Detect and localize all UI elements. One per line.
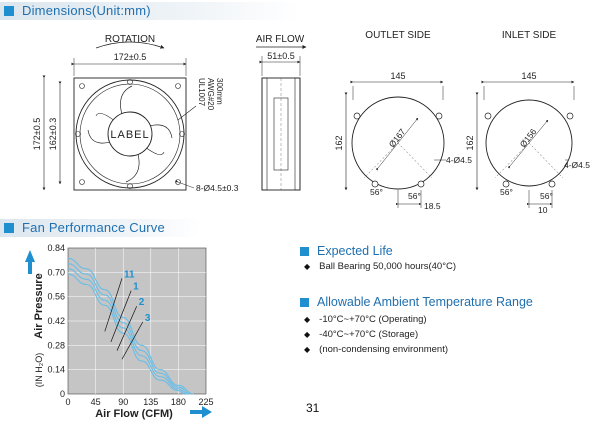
side-depth-dim: 51±0.5: [267, 51, 294, 61]
rotation-arrow: [95, 41, 165, 49]
outlet-holes: 4-Ø4.5: [446, 155, 472, 165]
y-tick-label: 0.28: [47, 340, 65, 350]
performance-curves: [67, 257, 194, 395]
diamond-bullet-icon: ◆: [304, 345, 311, 354]
dimension-drawings: ROTATION 172±0.5 172±0.5 162±0.3 LABEL: [32, 30, 590, 215]
page-number: 31: [306, 401, 320, 415]
curve-label-1: 1: [133, 282, 139, 293]
y-tick-label: 0: [60, 389, 65, 399]
list-item: ◆ (non-condensing environment): [304, 344, 449, 355]
inlet-diameter: Ø156: [518, 126, 539, 149]
dimensions-header: Dimensions(Unit:mm): [0, 2, 600, 20]
y-axis-label: Air Pressure: [33, 273, 45, 338]
front-height-inner: 162±0.3: [48, 118, 58, 150]
y-tick-label: 0.56: [47, 292, 65, 302]
section-marker: [300, 246, 309, 256]
diamond-bullet-icon: ◆: [304, 315, 311, 324]
performance-header: Fan Performance Curve: [0, 219, 600, 237]
x-tick-label: 180: [171, 397, 186, 407]
curve-3: [67, 273, 185, 395]
inlet-bottom-dim: 10: [538, 205, 548, 215]
leader-line: [110, 290, 132, 342]
list-item: ◆ Ball Bearing 50,000 hours(40°C): [304, 261, 457, 272]
inlet-holes: 4-Ø4.5: [564, 160, 590, 170]
x-tick-label: 0: [65, 397, 70, 407]
header-band: [0, 2, 300, 20]
y-axis-arrow-icon: [25, 250, 35, 274]
header-marker: [4, 6, 14, 16]
airflow-label: AIR FLOW: [256, 34, 305, 45]
y-tick-label: 0.70: [47, 267, 65, 277]
x-tick-label: 135: [143, 397, 158, 407]
hole-note: 8-Ø4.5±0.3: [196, 183, 239, 193]
wire-spec-2: AWG#20: [206, 78, 215, 111]
inlet-title: INLET SIDE: [502, 30, 557, 41]
curve-11: [67, 257, 194, 395]
header-marker: [4, 223, 14, 233]
curve-label-11: 11: [124, 269, 135, 280]
curve-label-3: 3: [145, 313, 151, 324]
outlet-bottom-dim: 18.5: [424, 201, 441, 211]
expected-life-block: Expected Life ◆ Ball Bearing 50,000 hour…: [300, 243, 456, 274]
temperature-title: Allowable Ambient Temperature Range: [317, 295, 533, 309]
y-tick-label: 0.14: [47, 365, 65, 375]
front-height-outer: 172±0.5: [32, 118, 42, 150]
curve-label-2: 2: [139, 297, 145, 308]
diamond-bullet-icon: ◆: [304, 262, 311, 271]
curve-2: [67, 268, 188, 395]
leader-line: [121, 321, 144, 360]
leader-line: [104, 278, 123, 332]
front-view: ROTATION 172±0.5 172±0.5 162±0.3 LABEL: [32, 34, 239, 193]
inlet-angle-right: 56°: [540, 191, 553, 201]
list-item: ◆ -10°C~+70°C (Operating): [304, 314, 427, 325]
section-marker: [300, 297, 309, 307]
side-view: AIR FLOW 51±0.5: [256, 34, 307, 191]
dimensions-title: Dimensions(Unit:mm): [22, 3, 151, 18]
y-axis-ticks: 0 0.14 0.28 0.42 0.56 0.70 0.84: [47, 243, 65, 399]
curve-1: [67, 263, 191, 395]
outlet-angle-right: 56°: [408, 191, 421, 201]
y-axis-unit: (IN H₂O): [34, 353, 44, 388]
inlet-view: INLET SIDE 145 162 Ø156 4-Ø4.5 56° 56° 1…: [465, 30, 590, 215]
list-item: ◆ -40°C~+70°C (Storage): [304, 329, 419, 340]
outlet-angle-left: 56°: [370, 187, 383, 197]
header-band: [0, 219, 200, 237]
diamond-bullet-icon: ◆: [304, 330, 311, 339]
x-axis-ticks: 0 45 90 135 180 225: [65, 397, 213, 407]
leader-line: [116, 306, 138, 351]
outlet-diameter: Ø167: [387, 126, 408, 149]
y-tick-label: 0.42: [47, 316, 65, 326]
x-axis-arrow-icon: [190, 406, 212, 418]
temperature-range-block: Allowable Ambient Temperature Range ◆ -1…: [300, 294, 533, 357]
performance-chart: 0 0.14 0.28 0.42 0.56 0.70 0.84 0 45 90 135 180 225…: [25, 243, 214, 420]
inlet-height: 162: [465, 135, 475, 150]
expected-life-title: Expected Life: [317, 244, 393, 258]
inlet-angle-left: 56°: [500, 187, 513, 197]
y-tick-label: 0.84: [47, 243, 65, 253]
x-axis-label: Air Flow (CFM): [95, 408, 173, 420]
rotation-label: ROTATION: [105, 34, 155, 45]
front-width-dim: 172±0.5: [114, 52, 146, 62]
outlet-title: OUTLET SIDE: [365, 30, 431, 41]
inlet-width: 145: [521, 71, 536, 81]
performance-title: Fan Performance Curve: [22, 220, 165, 235]
outlet-view: OUTLET SIDE 145 162 Ø167 4-Ø4.5 56° 56° …: [334, 30, 472, 211]
x-tick-label: 90: [118, 397, 128, 407]
x-tick-label: 225: [198, 397, 213, 407]
wire-spec-1: UL1007: [197, 78, 206, 107]
outlet-height: 162: [334, 135, 344, 150]
x-tick-label: 45: [91, 397, 101, 407]
hub-label: LABEL: [110, 129, 149, 141]
wire-spec-3: 300mm: [215, 78, 224, 105]
outlet-width: 145: [390, 71, 405, 81]
